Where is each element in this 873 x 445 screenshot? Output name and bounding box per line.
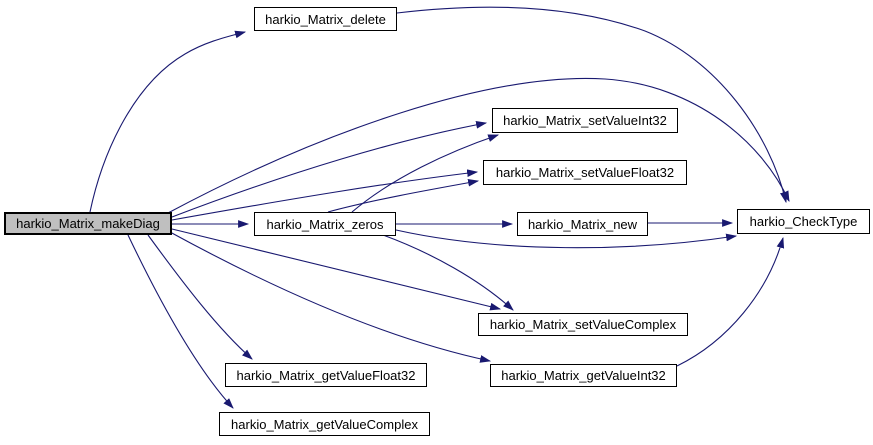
- edge-makeDiag-to-setValueFloat32: [171, 169, 479, 221]
- node-harkio-matrix-setvaluecomplex[interactable]: harkio_Matrix_setValueComplex: [478, 313, 688, 336]
- edge-makeDiag-to-getValueComplex: [127, 234, 234, 409]
- edge-makeDiag-to-getValueInt32: [169, 231, 492, 363]
- edge-zeros-to-setValueComplex: [382, 234, 514, 311]
- edge-makeDiag-to-delete: [89, 30, 247, 213]
- node-harkio-matrix-getvaluefloat32[interactable]: harkio_Matrix_getValueFloat32: [225, 363, 427, 387]
- node-harkio-matrix-getvaluecomplex[interactable]: harkio_Matrix_getValueComplex: [219, 412, 430, 436]
- node-harkio-matrix-makediag[interactable]: harkio_Matrix_makeDiag: [4, 212, 172, 235]
- edge-makeDiag-to-setValueComplex: [171, 228, 502, 311]
- edge-zeros-to-CheckType: [395, 229, 738, 249]
- edge-makeDiag-to-CheckType: [167, 77, 790, 214]
- node-harkio-matrix-setvaluefloat32[interactable]: harkio_Matrix_setValueFloat32: [483, 160, 687, 185]
- node-harkio-matrix-getvalueint32[interactable]: harkio_Matrix_getValueInt32: [490, 364, 677, 387]
- edge-zeros-to-setValueFloat32: [327, 178, 480, 213]
- node-harkio-matrix-new[interactable]: harkio_Matrix_new: [517, 212, 648, 236]
- edge-makeDiag-to-setValueInt32: [171, 121, 488, 218]
- node-harkio-matrix-setvalueint32[interactable]: harkio_Matrix_setValueInt32: [492, 108, 678, 133]
- node-harkio-checktype[interactable]: harkio_CheckType: [737, 209, 870, 234]
- edge-zeros-to-setValueInt32: [351, 134, 500, 213]
- edge-makeDiag-to-getValueFloat32: [147, 234, 253, 360]
- edge-delete-to-CheckType: [396, 6, 788, 204]
- node-harkio-matrix-delete[interactable]: harkio_Matrix_delete: [254, 7, 397, 31]
- edge-getValueInt32-to-CheckType: [676, 236, 785, 367]
- node-harkio-matrix-zeros[interactable]: harkio_Matrix_zeros: [254, 212, 396, 236]
